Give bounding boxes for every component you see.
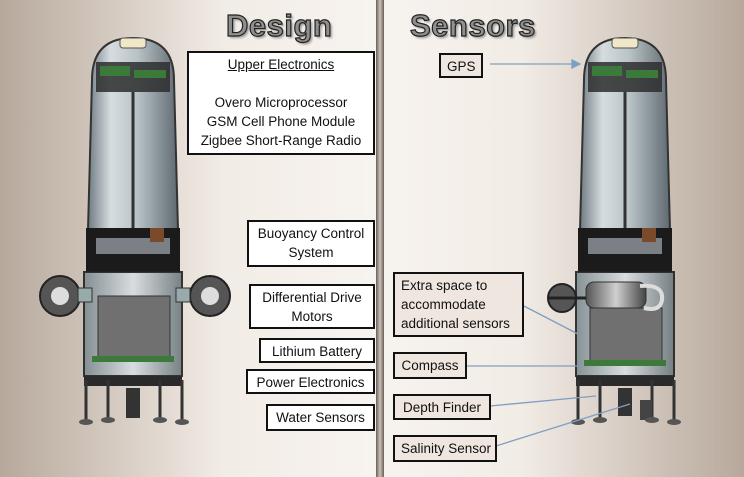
extra-line-3: additional sensors: [401, 316, 510, 331]
extra-line-1: Extra space to: [401, 278, 488, 293]
gps-box: GPS: [439, 53, 483, 78]
battery-box: Lithium Battery: [259, 338, 375, 363]
design-robot: [39, 36, 231, 425]
extra-space-box: Extra space to accommodate additional se…: [393, 272, 524, 337]
power-box: Power Electronics: [246, 369, 375, 394]
water-box: Water Sensors: [266, 404, 375, 431]
upper-item-gsm: GSM Cell Phone Module: [206, 114, 356, 129]
drive-line-2: Motors: [291, 309, 333, 324]
sensors-title: Sensors: [409, 7, 536, 43]
sensors-robot: [547, 36, 681, 425]
upper-item-microprocessor: Overo Microprocessor: [214, 95, 348, 110]
buoyancy-line-2: System: [288, 245, 334, 260]
buoyancy-line-1: Buoyancy Control: [257, 226, 365, 241]
drive-line-1: Differential Drive: [262, 290, 362, 305]
design-title: Design: [225, 7, 333, 43]
upper-electronics-heading: Upper Electronics: [227, 57, 335, 72]
pointer-lines: [466, 58, 631, 447]
drive-box: Differential Drive Motors: [249, 284, 375, 329]
depth-finder-box: Depth Finder: [393, 394, 491, 420]
upper-item-zigbee: Zigbee Short-Range Radio: [200, 133, 362, 148]
salinity-box: Salinity Sensor: [393, 435, 497, 462]
compass-box: Compass: [393, 352, 467, 379]
buoyancy-box: Buoyancy Control System: [247, 220, 375, 267]
upper-electronics-box: Upper Electronics Overo Microprocessor G…: [187, 51, 375, 155]
extra-line-2: accommodate: [401, 297, 486, 312]
center-divider: [376, 0, 384, 477]
